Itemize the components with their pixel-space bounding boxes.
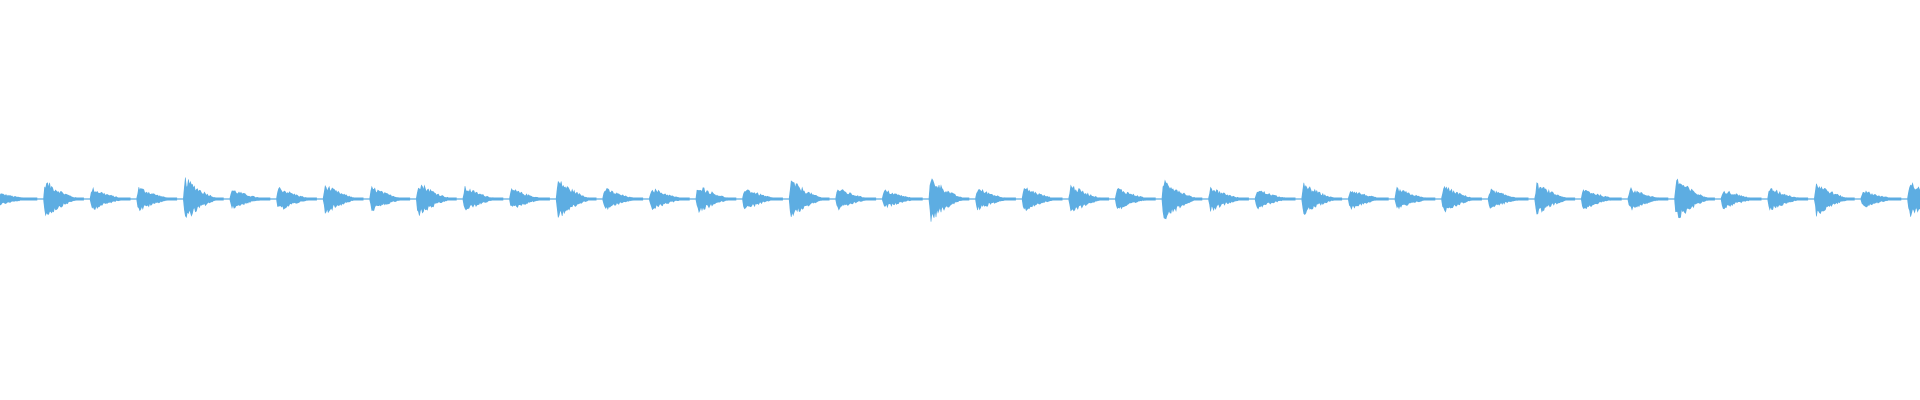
waveform-beat bbox=[416, 184, 457, 216]
waveform-beat bbox=[1254, 190, 1296, 210]
waveform-beat bbox=[742, 189, 783, 210]
waveform-beat bbox=[183, 177, 224, 219]
waveform-beat bbox=[43, 182, 84, 217]
waveform-beat bbox=[0, 193, 38, 206]
waveform-beat bbox=[1534, 182, 1576, 215]
waveform-beat bbox=[1394, 186, 1436, 210]
waveform-beat bbox=[1627, 187, 1669, 211]
waveform-beat bbox=[602, 188, 644, 210]
waveform-beat bbox=[788, 180, 830, 218]
waveform-beat bbox=[369, 185, 411, 212]
waveform-beat bbox=[1720, 190, 1762, 210]
waveform-beat bbox=[695, 187, 737, 214]
waveform-beat bbox=[1115, 187, 1156, 210]
waveform-beat bbox=[1208, 186, 1249, 212]
waveform-beats bbox=[0, 177, 1920, 222]
waveform-beat bbox=[1674, 178, 1715, 219]
waveform-beat bbox=[928, 178, 970, 222]
waveform-beat bbox=[509, 187, 550, 208]
waveform-beat bbox=[1814, 183, 1855, 217]
waveform-beat bbox=[555, 180, 597, 218]
waveform-beat bbox=[1487, 188, 1529, 209]
waveform-beat bbox=[276, 186, 317, 210]
waveform-beat bbox=[882, 189, 923, 209]
waveform-beat bbox=[1581, 189, 1622, 210]
waveform-beat bbox=[1441, 185, 1482, 213]
waveform-beat bbox=[1907, 182, 1920, 217]
waveform-beat bbox=[1161, 179, 1203, 220]
waveform-beat bbox=[1860, 190, 1902, 208]
waveform-beat bbox=[1068, 184, 1110, 212]
waveform-beat bbox=[1021, 187, 1063, 212]
waveform-beat bbox=[462, 186, 504, 211]
waveform-beat bbox=[322, 185, 364, 214]
waveform-beat bbox=[136, 187, 178, 212]
waveform-beat bbox=[229, 190, 271, 210]
waveform-beat bbox=[835, 189, 877, 211]
waveform-beat bbox=[975, 189, 1016, 211]
waveform-beat bbox=[649, 188, 690, 211]
waveform-beat bbox=[1767, 188, 1809, 211]
waveform-beat bbox=[89, 186, 131, 210]
waveform-beat bbox=[1301, 182, 1343, 216]
waveform-beat bbox=[1348, 190, 1389, 211]
